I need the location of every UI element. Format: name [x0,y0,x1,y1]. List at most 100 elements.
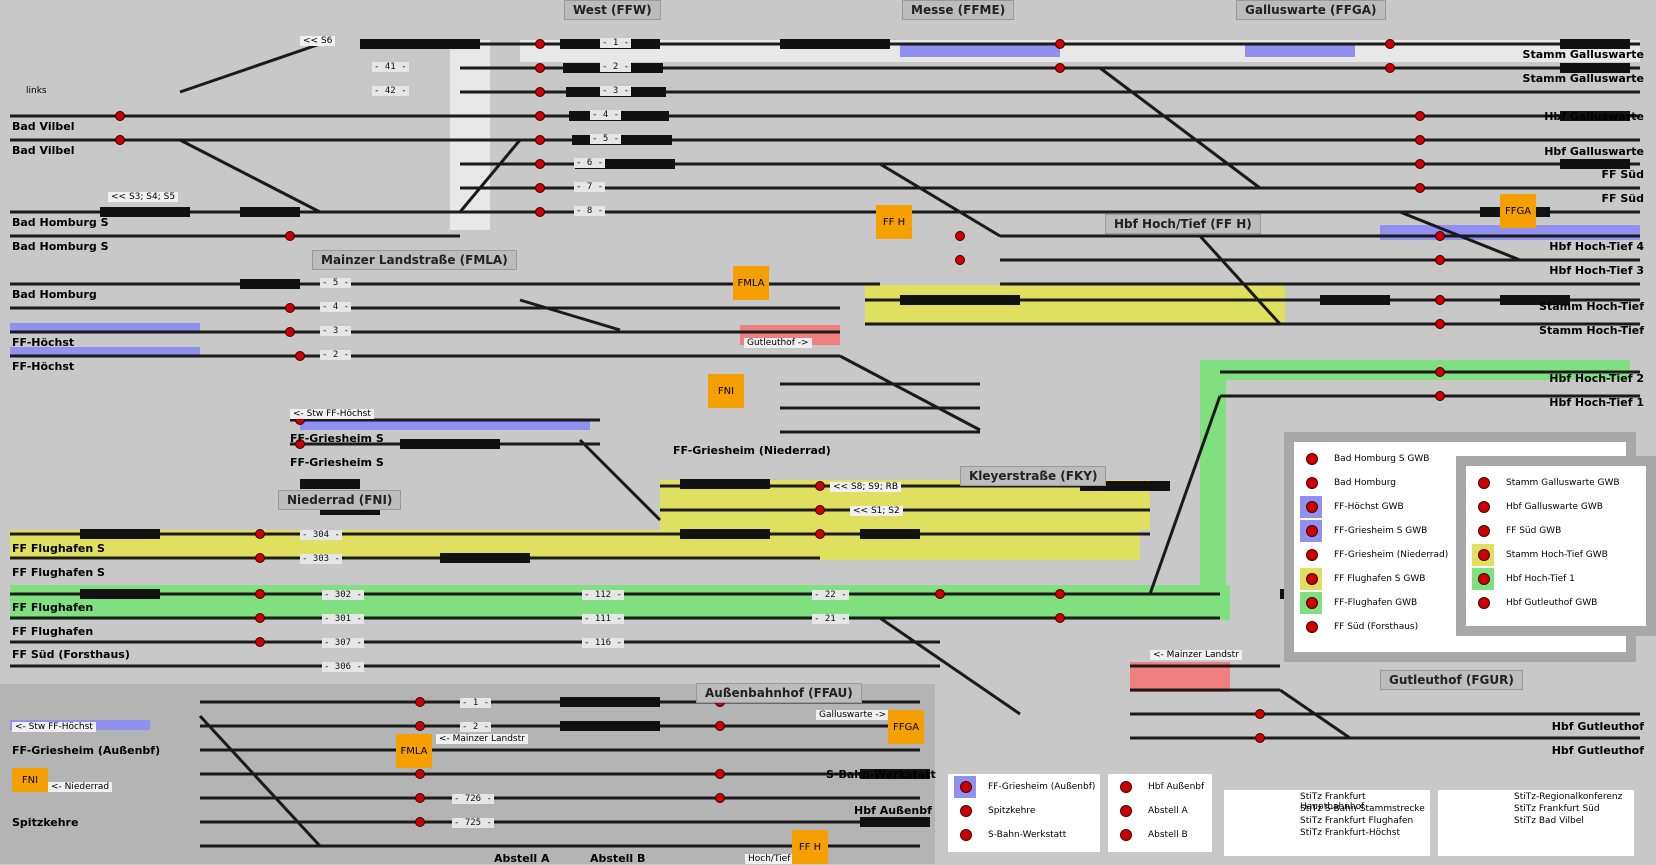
legend-item[interactable]: Abstell A [1114,800,1188,822]
legend-item[interactable]: StiTz Bad Vilbel [1514,816,1584,826]
signal-icon[interactable] [295,439,305,449]
track-block[interactable] [240,207,300,217]
signal-icon[interactable] [1055,589,1065,599]
signal-icon[interactable] [715,769,725,779]
legend-item[interactable]: StiTz S-Bahn-Stammstrecke [1300,804,1425,814]
legend-item[interactable]: S-Bahn-Werkstatt [954,824,1066,846]
signal-icon[interactable] [1055,63,1065,73]
track-block[interactable] [440,553,530,563]
signal-icon[interactable] [285,231,295,241]
adjacent-interlocking-button[interactable]: FNI [12,768,48,792]
signal-icon[interactable] [115,135,125,145]
legend-item[interactable]: FF Flughafen S GWB [1300,568,1425,590]
legend-item[interactable]: Hbf Galluswarte GWB [1472,496,1603,518]
signal-icon[interactable] [1385,39,1395,49]
signal-icon[interactable] [1255,733,1265,743]
signal-icon[interactable] [1435,319,1445,329]
track-block[interactable] [300,479,360,489]
adjacent-interlocking-button[interactable]: FF H [876,205,912,239]
signal-icon[interactable] [815,481,825,491]
track-block[interactable] [80,589,160,599]
track-block[interactable] [680,529,770,539]
track-block[interactable] [575,159,675,169]
track-block[interactable] [572,135,672,145]
signal-icon[interactable] [415,721,425,731]
legend-item[interactable]: Abstell B [1114,824,1188,846]
adjacent-interlocking-button[interactable]: FNI [708,374,744,408]
signal-icon[interactable] [255,589,265,599]
track-block[interactable] [860,817,930,827]
signal-icon[interactable] [535,87,545,97]
signal-icon[interactable] [535,111,545,121]
track-block[interactable] [560,721,660,731]
signal-icon[interactable] [815,529,825,539]
signal-icon[interactable] [715,793,725,803]
signal-icon[interactable] [1415,135,1425,145]
signal-icon[interactable] [285,327,295,337]
legend-item[interactable]: FF Süd (Forsthaus) [1300,616,1418,638]
signal-icon[interactable] [1385,63,1395,73]
track-block[interactable] [680,479,770,489]
legend-item[interactable]: Hbf Außenbf [1114,776,1204,798]
adjacent-interlocking-button[interactable]: FFGA [1500,194,1536,228]
signal-icon[interactable] [535,135,545,145]
legend-item[interactable]: StiTz Frankfurt Süd [1514,804,1600,814]
signal-icon[interactable] [955,231,965,241]
signal-icon[interactable] [285,303,295,313]
track-block[interactable] [860,529,920,539]
legend-item[interactable]: Stamm Hoch-Tief GWB [1472,544,1608,566]
track-block[interactable] [1500,295,1570,305]
signal-icon[interactable] [1255,709,1265,719]
signal-icon[interactable] [255,613,265,623]
signal-icon[interactable] [295,351,305,361]
track-block[interactable] [1320,295,1390,305]
signal-icon[interactable] [255,637,265,647]
track-block[interactable] [240,279,300,289]
signal-icon[interactable] [535,183,545,193]
signal-icon[interactable] [1435,367,1445,377]
legend-item[interactable]: Hbf Gutleuthof GWB [1472,592,1597,614]
legend-item[interactable]: FF-Flughafen GWB [1300,592,1417,614]
signal-icon[interactable] [715,721,725,731]
adjacent-interlocking-button[interactable]: FMLA [733,266,769,300]
legend-item[interactable]: FF Süd GWB [1472,520,1561,542]
signal-icon[interactable] [955,255,965,265]
adjacent-interlocking-button[interactable]: FFGA [888,710,924,744]
signal-icon[interactable] [415,769,425,779]
signal-icon[interactable] [1435,295,1445,305]
legend-item[interactable]: StiTz Frankfurt-Höchst [1300,828,1400,838]
signal-icon[interactable] [415,817,425,827]
adjacent-interlocking-button[interactable]: FMLA [396,734,432,768]
signal-icon[interactable] [1435,255,1445,265]
legend-item[interactable]: FF-Griesheim (Außenbf) [954,776,1095,798]
signal-icon[interactable] [535,159,545,169]
track-block[interactable] [860,769,930,779]
signal-icon[interactable] [1055,613,1065,623]
signal-icon[interactable] [815,505,825,515]
legend-item[interactable]: Stamm Galluswarte GWB [1472,472,1620,494]
legend-item[interactable]: Spitzkehre [954,800,1035,822]
signal-icon[interactable] [1415,159,1425,169]
track-block[interactable] [1560,111,1630,121]
signal-icon[interactable] [535,39,545,49]
legend-item[interactable]: FF-Höchst GWB [1300,496,1404,518]
signal-icon[interactable] [255,553,265,563]
signal-icon[interactable] [1435,391,1445,401]
track-block[interactable] [560,697,660,707]
track-block[interactable] [1560,159,1630,169]
signal-icon[interactable] [1435,231,1445,241]
track-block[interactable] [360,39,480,49]
legend-item[interactable]: StiTz Frankfurt Hauptbahnhof [1300,792,1366,812]
track-block[interactable] [100,207,190,217]
signal-icon[interactable] [535,63,545,73]
track-block[interactable] [900,295,1020,305]
track-block[interactable] [400,439,500,449]
signal-icon[interactable] [935,589,945,599]
legend-item[interactable]: FF-Griesheim S GWB [1300,520,1427,542]
adjacent-interlocking-button[interactable]: FF H [792,830,828,864]
track-block[interactable] [1080,481,1170,491]
track-block[interactable] [1560,63,1630,73]
signal-icon[interactable] [1055,39,1065,49]
signal-icon[interactable] [1415,111,1425,121]
legend-item[interactable]: StiTz-Regionalkonferenz [1514,792,1623,802]
